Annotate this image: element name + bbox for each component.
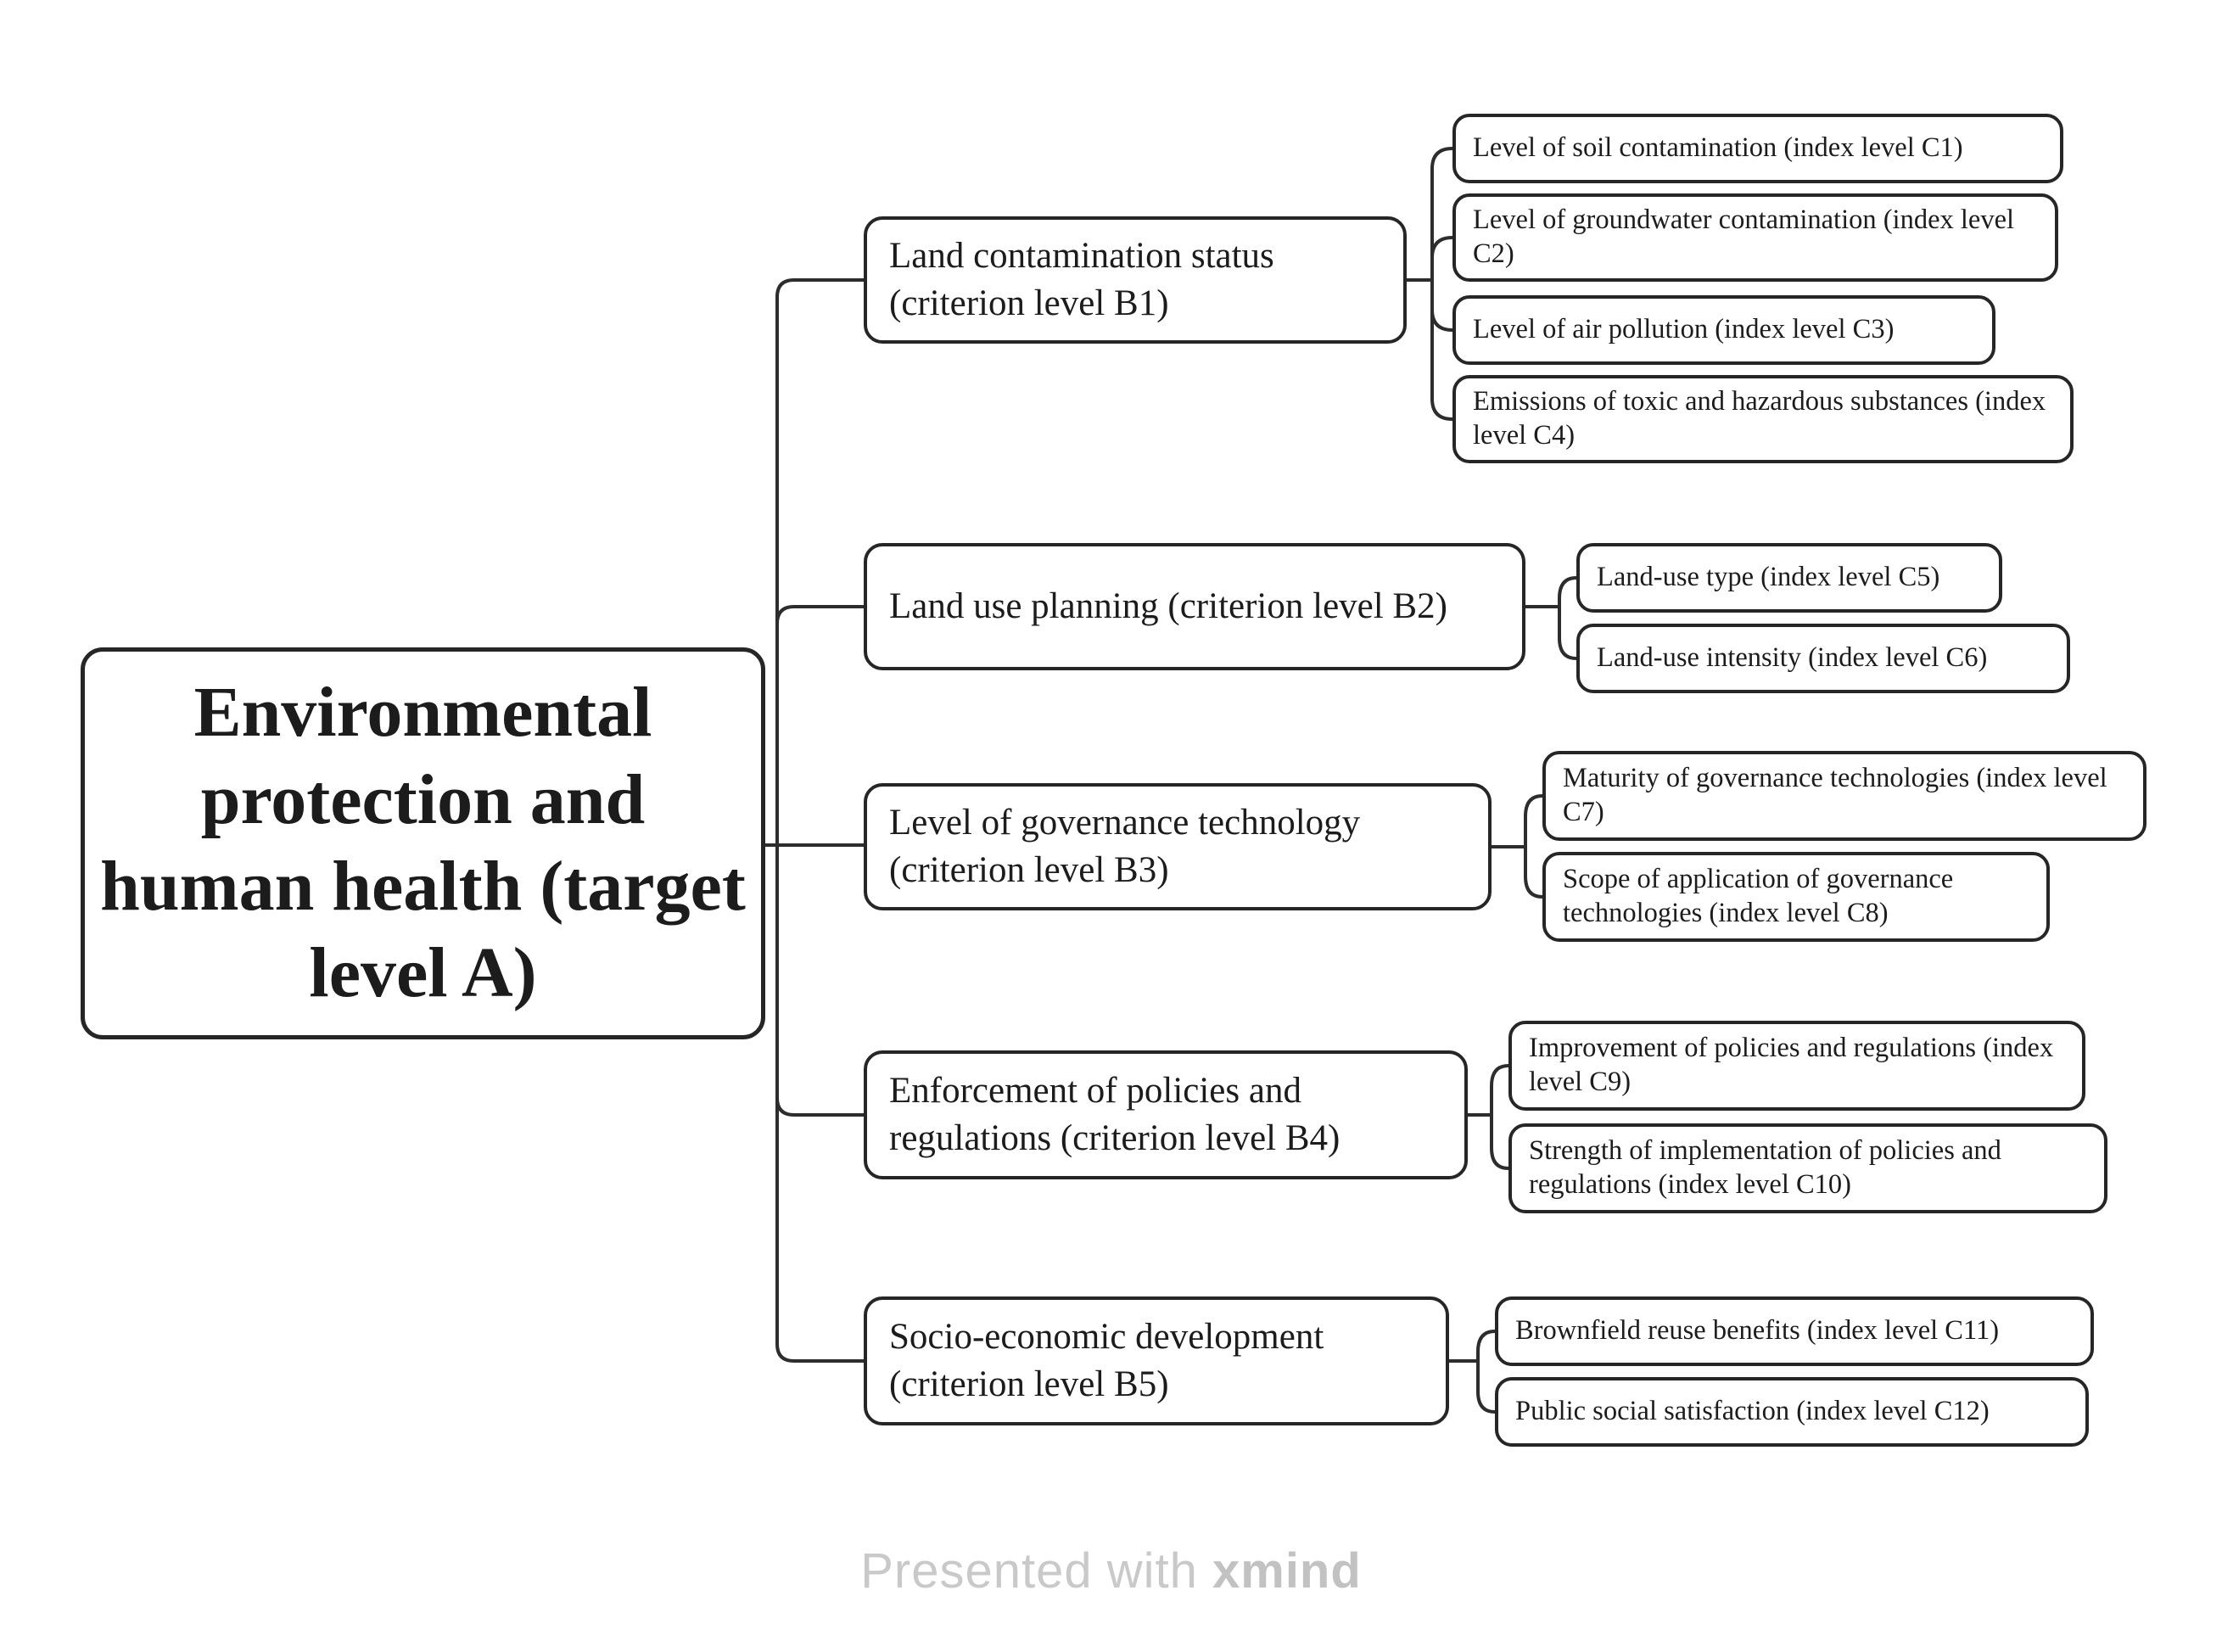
leaf-node-c1-label: Level of soil contamination (index level… (1473, 132, 1963, 164)
leaf-node-c3-label: Level of air pollution (index level C3) (1473, 314, 1895, 345)
branch-node-b4[interactable]: Enforcement of policies and regulations … (864, 1050, 1468, 1179)
footer-credit: Presented with xmind (0, 1543, 2222, 1599)
leaf-node-c6[interactable]: Land-use intensity (index level C6) (1576, 624, 2070, 693)
branch-node-b3[interactable]: Level of governance technology (criterio… (864, 783, 1492, 910)
leaf-node-c2-label: Level of groundwater contamination (inde… (1473, 204, 2015, 269)
leaf-node-c9[interactable]: Improvement of policies and regulations … (1508, 1021, 2085, 1111)
connector-root-b4 (775, 1097, 864, 1117)
leaf-node-c5-label: Land-use type (index level C5) (1597, 562, 1940, 593)
leaf-node-c6-label: Land-use intensity (index level C6) (1597, 642, 1988, 674)
leaf-node-c2[interactable]: Level of groundwater contamination (inde… (1452, 193, 2058, 282)
leaf-node-c5[interactable]: Land-use type (index level C5) (1576, 543, 2002, 613)
leaf-node-c7-label: Maturity of governance technologies (ind… (1563, 763, 2107, 827)
connector-root-trunk (775, 278, 864, 1363)
leaf-node-c10[interactable]: Strength of implementation of policies a… (1508, 1123, 2107, 1213)
branch-node-b2[interactable]: Land use planning (criterion level B2) (864, 543, 1525, 670)
branch-node-b1-label: Land contamination status (criterion lev… (889, 236, 1274, 323)
connector-b3-trunk (1524, 794, 1543, 899)
connector-b1-c3 (1430, 309, 1453, 332)
leaf-node-c9-label: Improvement of policies and regulations … (1529, 1033, 2054, 1097)
connector-root-b2 (775, 605, 864, 624)
branch-node-b5[interactable]: Socio-economic development (criterion le… (864, 1296, 1449, 1425)
leaf-node-c10-label: Strength of implementation of policies a… (1529, 1135, 2001, 1200)
leaf-node-c3[interactable]: Level of air pollution (index level C3) (1452, 295, 1995, 365)
connector-b2-trunk (1558, 576, 1577, 660)
connector-b5-trunk (1476, 1330, 1496, 1414)
leaf-node-c8-label: Scope of application of governance techn… (1563, 864, 1954, 928)
root-node[interactable]: Environmental protection and human healt… (81, 647, 765, 1039)
leaf-node-c1[interactable]: Level of soil contamination (index level… (1452, 114, 2063, 183)
leaf-node-c12-label: Public social satisfaction (index level … (1515, 1396, 1990, 1427)
connector-b1-trunk (1430, 147, 1453, 421)
footer-credit-text: Presented with (860, 1543, 1212, 1599)
leaf-node-c4-label: Emissions of toxic and hazardous substan… (1473, 386, 2046, 451)
leaf-node-c11-label: Brownfield reuse benefits (index level C… (1515, 1315, 2000, 1347)
branch-node-b2-label: Land use planning (criterion level B2) (889, 586, 1447, 627)
leaf-node-c11[interactable]: Brownfield reuse benefits (index level C… (1495, 1296, 2094, 1366)
leaf-node-c12[interactable]: Public social satisfaction (index level … (1495, 1377, 2089, 1447)
branch-node-b4-label: Enforcement of policies and regulations … (889, 1071, 1340, 1158)
connector-b1-c2 (1430, 236, 1453, 259)
leaf-node-c8[interactable]: Scope of application of governance techn… (1542, 852, 2050, 942)
connector-b4-trunk (1490, 1064, 1509, 1170)
xmind-brand: xmind (1212, 1543, 1362, 1599)
leaf-node-c4[interactable]: Emissions of toxic and hazardous substan… (1452, 375, 2074, 463)
branch-node-b3-label: Level of governance technology (criterio… (889, 803, 1361, 890)
root-node-label: Environmental protection and human healt… (100, 673, 746, 1013)
branch-node-b5-label: Socio-economic development (criterion le… (889, 1317, 1324, 1404)
branch-node-b1[interactable]: Land contamination status (criterion lev… (864, 216, 1407, 344)
leaf-node-c7[interactable]: Maturity of governance technologies (ind… (1542, 751, 2146, 841)
